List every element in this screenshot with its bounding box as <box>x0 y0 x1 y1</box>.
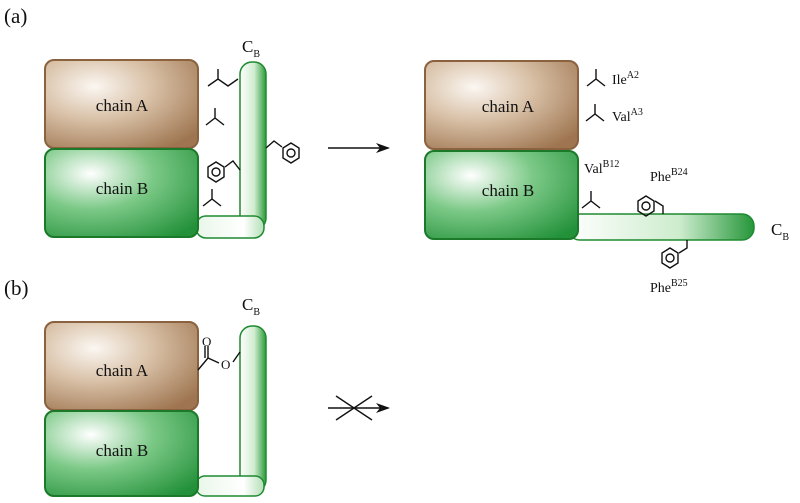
chain-b-label-right: chain B <box>482 181 534 200</box>
b-chain-c-terminus-tube <box>239 325 267 493</box>
b-chain-connector <box>195 215 265 239</box>
chain-b-block-right <box>424 150 579 240</box>
side-chains-right <box>581 69 688 269</box>
residue-phe-b25: PheB25 <box>650 278 688 296</box>
panel-b-construct: chain A chain B CB O O <box>44 295 267 497</box>
residue-val-b12: ValB12 <box>584 159 619 177</box>
chain-a-block-right <box>424 60 579 150</box>
chain-b-label: chain B <box>96 179 148 198</box>
chain-a-label: chain A <box>96 361 149 380</box>
panel-b-label: (b) <box>4 276 29 300</box>
ester-oxygen: O <box>221 357 230 372</box>
residue-ile-a2: IleA2 <box>612 70 639 88</box>
residue-val-a3: ValA3 <box>612 107 643 125</box>
phenyl-ring-b24-icon <box>637 195 655 217</box>
b-chain-connector <box>195 475 265 497</box>
chain-b-block <box>44 410 199 497</box>
ester-crosslink-icon <box>197 346 241 371</box>
b-chain-c-terminus-extended <box>567 213 755 241</box>
chain-a-label-right: chain A <box>482 97 535 116</box>
c-terminus-label-right: CB <box>771 220 789 243</box>
panel-a-right-construct: chain A chain B IleA2 ValA3 ValB12 PheB2… <box>424 60 789 296</box>
residue-phe-b24: PheB24 <box>650 167 688 185</box>
chain-b-label: chain B <box>96 441 148 460</box>
chain-a-label: chain A <box>96 96 149 115</box>
phenyl-ring-b25-icon <box>661 247 679 269</box>
phenyl-ring-icon <box>207 161 225 183</box>
val-b12-side-chain-icon <box>202 189 222 207</box>
panel-a-left-construct: chain A chain B CB <box>44 37 300 239</box>
val-side-chain-icon <box>205 108 225 126</box>
ile-side-chain-icon <box>207 69 239 87</box>
side-chains <box>202 69 300 207</box>
panel-a: (a) chain A chain B CB <box>4 4 789 296</box>
ester-carbonyl-o: O <box>202 334 211 349</box>
blocked-arrow <box>328 395 390 421</box>
panel-a-label: (a) <box>4 4 27 28</box>
c-terminus-label: CB <box>242 295 260 318</box>
b-chain-c-terminus-tube <box>239 61 267 231</box>
phenyl-ring-icon-2 <box>282 142 300 164</box>
c-terminus-label: CB <box>242 37 260 60</box>
phe-link <box>224 160 241 171</box>
panel-b: (b) chain A chain B CB O O <box>4 276 390 497</box>
chain-b-block <box>44 148 199 238</box>
